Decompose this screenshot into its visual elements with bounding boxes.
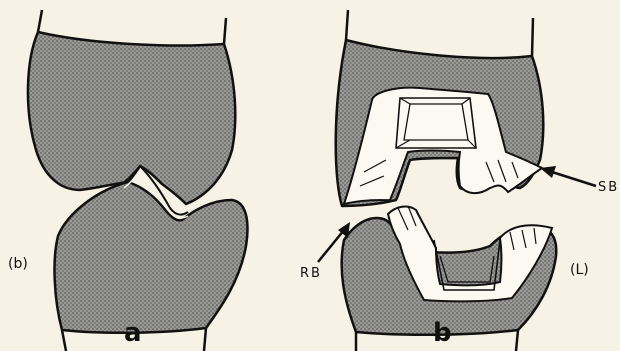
upper-root-line-left (38, 10, 42, 32)
lower-root-line-right-b (516, 330, 518, 351)
sb-label: SB (598, 180, 619, 195)
left-side-label: (b) (8, 256, 28, 272)
sb-arrow (540, 166, 596, 186)
upper-root-line-right-b (532, 18, 533, 56)
panel-b (318, 10, 596, 351)
upper-root-line-left-b (346, 10, 348, 40)
right-side-label: (L) (570, 262, 589, 278)
lower-root-line-right (204, 328, 206, 351)
upper-root-line-right (224, 18, 226, 44)
panel-b-label: b (433, 318, 452, 348)
rb-label: RB (300, 266, 322, 281)
panel-a-label: a (124, 318, 142, 348)
panel-a (28, 10, 248, 351)
lower-tooth-a (55, 182, 248, 333)
lower-root-line-left (62, 330, 66, 351)
upper-tooth-a (28, 32, 235, 204)
